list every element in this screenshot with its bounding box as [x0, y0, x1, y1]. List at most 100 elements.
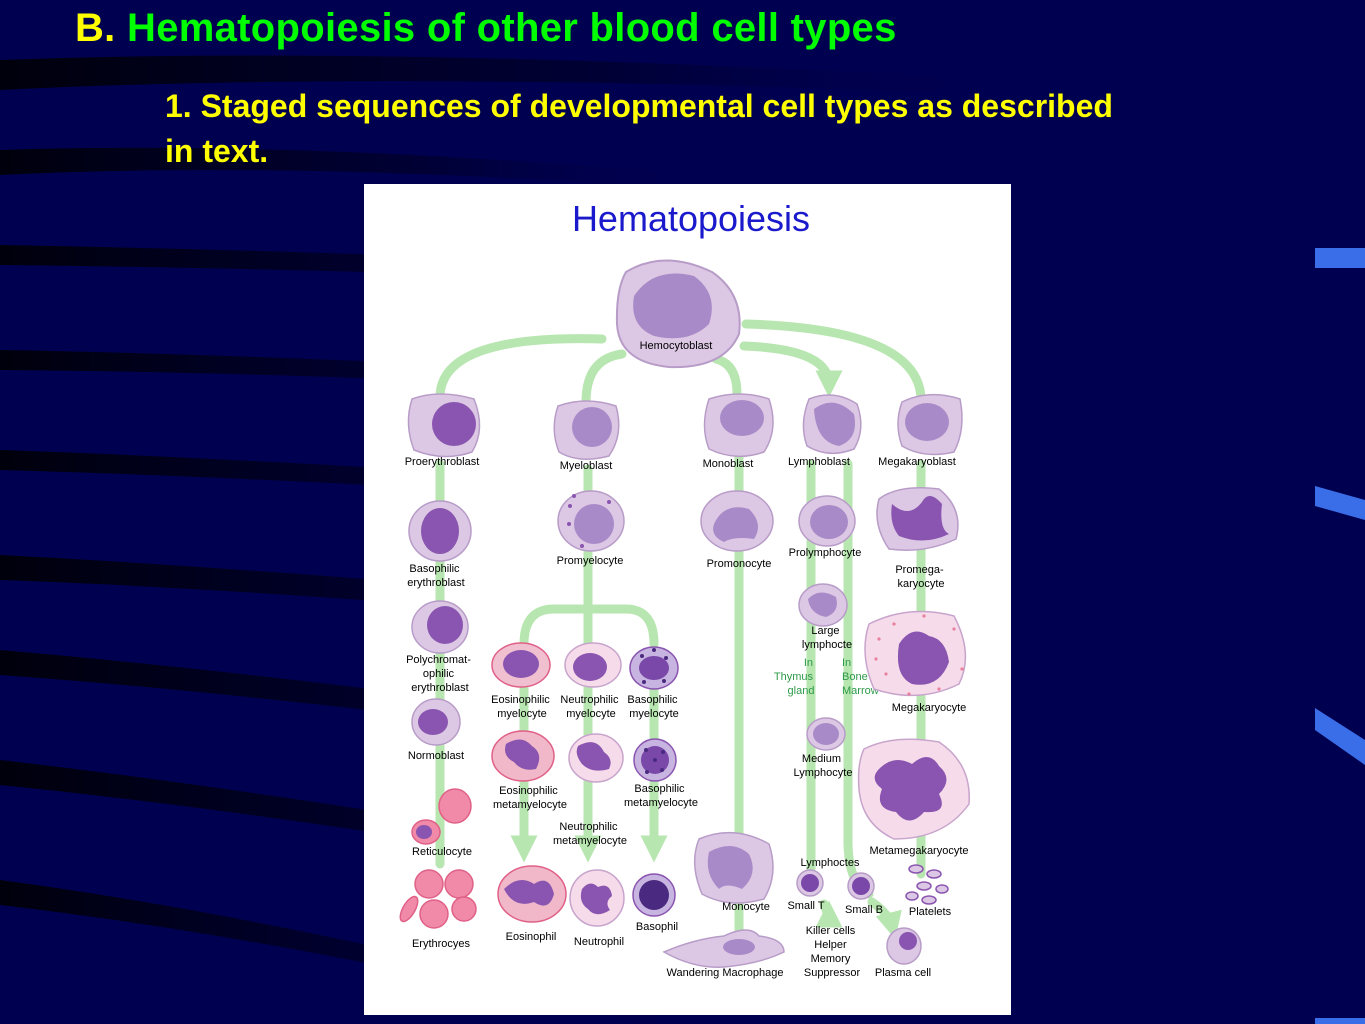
- monocyte-cell: [693, 831, 774, 904]
- arrow-killer-cells: [815, 899, 843, 928]
- label-line: Large: [811, 625, 839, 637]
- label-neutrophilic-metamyelocyte: Neutrophilic metamyelocyte: [553, 821, 627, 847]
- label-line: Medium: [802, 753, 841, 765]
- background-streak: [0, 55, 1000, 95]
- label-line: Memory: [811, 953, 851, 965]
- metamegakaryocyte-cell: [857, 738, 970, 840]
- label-neutrophil: Neutrophil: [574, 936, 624, 948]
- label-eosinophil: Eosinophil: [506, 931, 557, 943]
- label-basophilic-myelocyte: Basophilic myelocyte: [627, 694, 680, 720]
- label-eosinophilic-metamyelocyte: Eosinophilic metamyelocyte: [493, 785, 567, 811]
- hemocytoblast-cell: [615, 259, 741, 369]
- label-eosinophilic-myelocyte: Eosinophilic myelocyte: [491, 694, 553, 720]
- label-line: Marrow: [842, 685, 879, 697]
- erythrocytes-cluster: [399, 869, 477, 929]
- diagram-title: Hematopoiesis: [572, 198, 810, 239]
- basophilic-erythroblast-cell: [408, 500, 472, 562]
- neutrophil-cell: [569, 869, 625, 927]
- label-killer-cells: Killer cells Helper Memory Suppressor: [804, 925, 861, 979]
- background-streak: [0, 147, 700, 190]
- label-line: ophilic: [423, 668, 455, 680]
- eosinophilic-myelocyte-cell: [491, 642, 551, 688]
- label-line: Basophilic: [627, 694, 678, 706]
- proerythroblast-cell: [407, 393, 481, 458]
- label-line: karyocyte: [897, 578, 944, 590]
- label-megakaryoblast: Megakaryoblast: [878, 456, 956, 468]
- slide-title: B. Hematopoiesis of other blood cell typ…: [75, 6, 897, 51]
- small-b-lymphocyte-cell: [847, 872, 875, 900]
- label-promonocyte: Promonocyte: [707, 558, 772, 570]
- megakaryoblast-cell: [897, 393, 963, 456]
- edge-bar-decoration: [1315, 248, 1365, 268]
- label-line: erythroblast: [411, 682, 468, 694]
- label-polychromatophilic-erythroblast: Polychromat- ophilic erythroblast: [406, 654, 474, 694]
- label-megakaryocyte: Megakaryocyte: [892, 702, 967, 714]
- label-line: Basophilic: [409, 563, 460, 575]
- promegakaryocyte-cell: [876, 487, 959, 551]
- label-erythrocytes: Erythrocyes: [412, 938, 471, 950]
- label-monoblast: Monoblast: [703, 458, 754, 470]
- label-line: erythroblast: [407, 577, 464, 589]
- label-line: metamyelocyte: [493, 799, 567, 811]
- label-line: Basophilic: [634, 783, 685, 795]
- label-myeloblast: Myeloblast: [560, 460, 613, 472]
- label-line: Promega-: [895, 564, 944, 576]
- promonocyte-cell: [700, 490, 774, 552]
- label-wandering-macrophage: Wandering Macrophage: [667, 967, 784, 979]
- label-line: myelocyte: [497, 708, 547, 720]
- platelets-cluster: [905, 864, 949, 905]
- label-metamegakaryocyte: Metamegakaryocyte: [869, 845, 968, 857]
- label-basophilic-erythroblast: Basophilic erythroblast: [407, 563, 464, 589]
- myeloblast-cell: [553, 400, 620, 460]
- lymphoblast-cell: [802, 394, 862, 455]
- label-proerythroblast: Proerythroblast: [405, 456, 480, 468]
- label-in-bone-marrow: In Bone Marrow: [842, 657, 879, 697]
- large-lymphocyte-cell: [798, 583, 848, 627]
- label-in-thymus: In Thymus gland: [774, 657, 816, 697]
- slide-subtitle: 1. Staged sequences of developmental cel…: [165, 88, 1113, 169]
- label-promegakaryocyte: Promega- karyocyte: [895, 564, 946, 590]
- label-line: In: [842, 657, 851, 669]
- label-monocyte: Monocyte: [722, 901, 770, 913]
- basophilic-metamyelocyte-cell: [633, 738, 677, 782]
- medium-lymphocyte-cell: [806, 717, 846, 751]
- section-letter: B.: [75, 6, 116, 50]
- small-t-lymphocyte-cell: [796, 869, 824, 897]
- label-promyelocyte: Promyelocyte: [557, 555, 624, 567]
- label-line: Neutrophilic: [559, 821, 618, 833]
- promyelocyte-cell: [557, 490, 625, 552]
- label-plasma-cell: Plasma cell: [875, 967, 931, 979]
- label-normoblast: Normoblast: [408, 750, 464, 762]
- label-line: Lymphocyte: [794, 767, 853, 779]
- label-line: Killer cells: [806, 925, 856, 937]
- arrow-plasma-cell: [867, 897, 902, 940]
- label-line: Suppressor: [804, 967, 861, 979]
- arrow-erythroid: [435, 334, 607, 401]
- label-line: metamyelocyte: [624, 797, 698, 809]
- wandering-macrophage-cell: [662, 929, 785, 968]
- label-lymphocytes: Lymphoctes: [801, 857, 860, 869]
- label-lymphoblast: Lymphoblast: [788, 456, 850, 468]
- neutrophilic-myelocyte-cell: [564, 642, 622, 688]
- diagram-panel: Hematopoiesis Hemocytoblast Proerythrobl…: [364, 184, 1011, 1015]
- label-basophilic-metamyelocyte: Basophilic metamyelocyte: [624, 783, 698, 809]
- label-line: Bone: [842, 671, 868, 683]
- basophilic-myelocyte-cell: [629, 646, 679, 690]
- edge-bar-decoration: [1315, 708, 1365, 765]
- label-line: lymphocte: [802, 639, 852, 651]
- label-medium-lymphocyte: Medium Lymphocyte: [794, 753, 853, 779]
- label-neutrophilic-myelocyte: Neutrophilic myelocyte: [560, 694, 621, 720]
- reticulocyte-cell: [411, 788, 472, 845]
- plasma-cell: [886, 927, 922, 965]
- label-line: metamyelocyte: [553, 835, 627, 847]
- label-line: Eosinophilic: [491, 694, 550, 706]
- arrow-megakaryocyte: [741, 319, 926, 404]
- label-small-t: Small T: [787, 900, 824, 912]
- arrow-myeloid: [581, 349, 627, 407]
- label-line: myelocyte: [629, 708, 679, 720]
- basophil-cell: [632, 873, 676, 917]
- megakaryocyte-cell: [864, 610, 967, 697]
- eosinophil-cell: [497, 865, 567, 923]
- arrow-lymphoid: [739, 341, 843, 398]
- polychromatophilic-erythroblast-cell: [411, 600, 469, 654]
